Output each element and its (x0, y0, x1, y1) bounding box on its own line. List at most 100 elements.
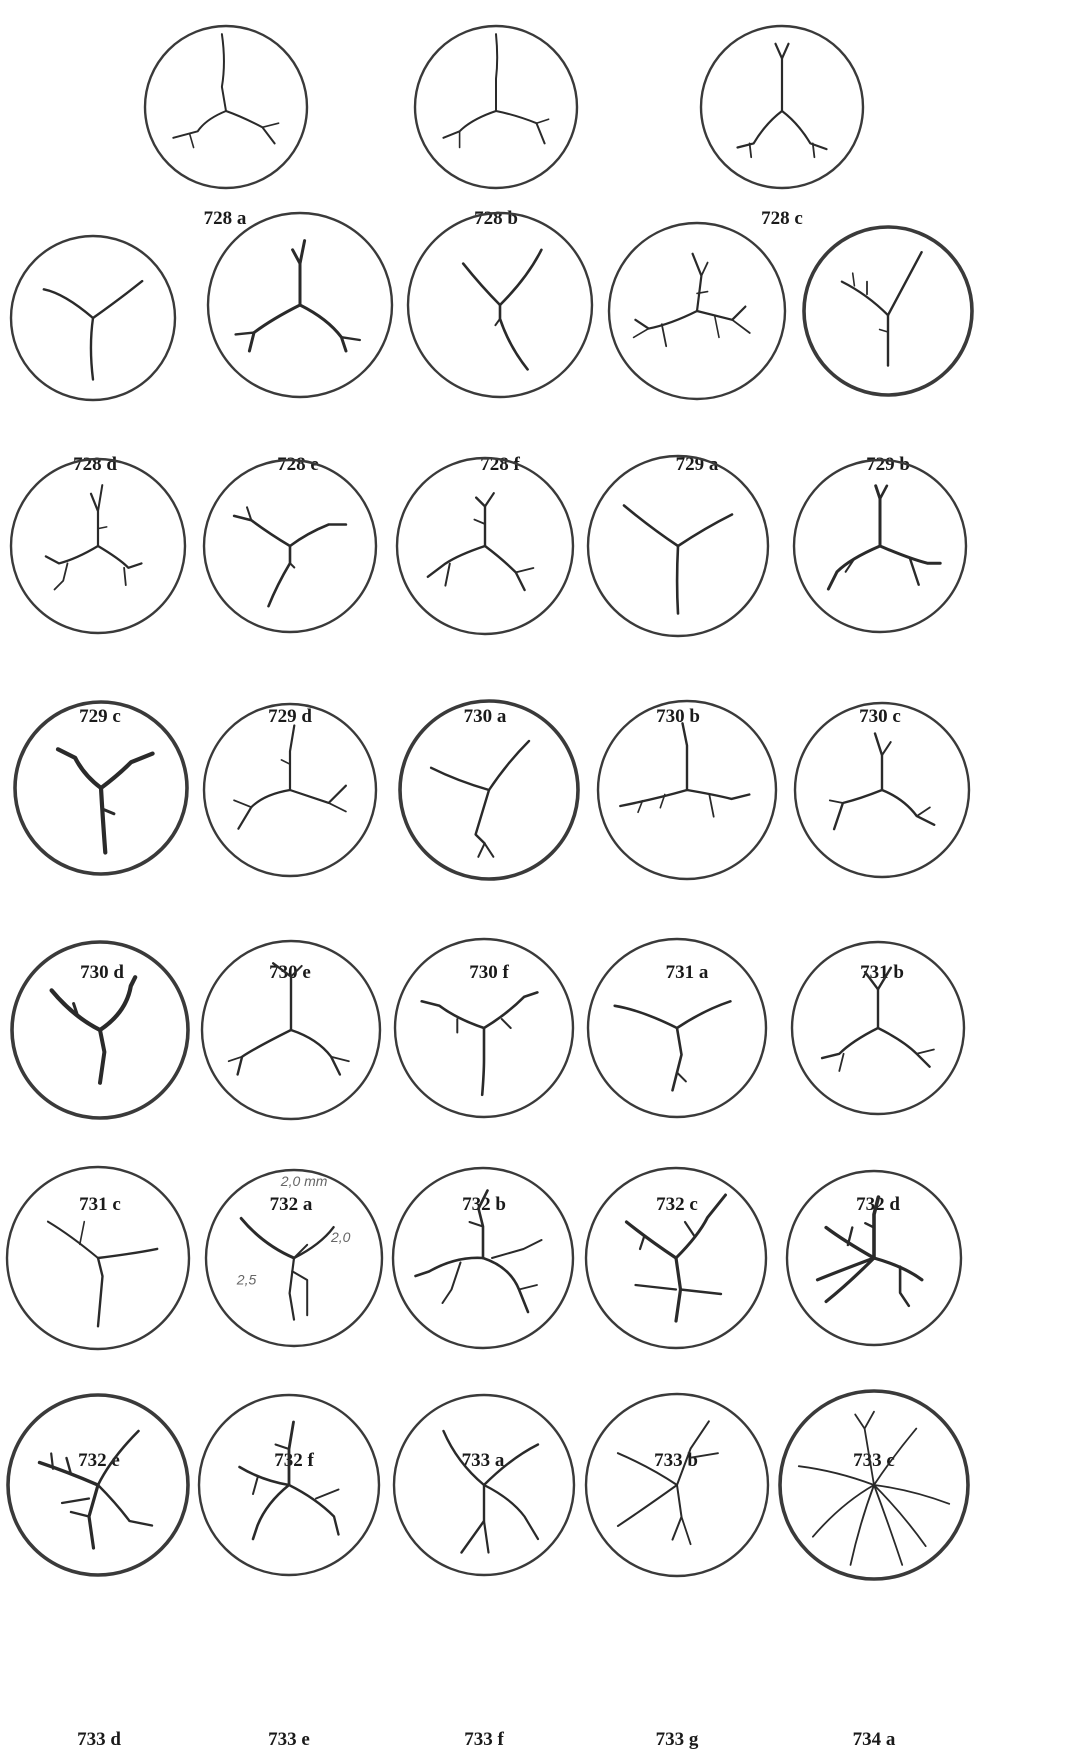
vein-stroke (880, 486, 887, 499)
figure-label: 732 a (270, 1194, 313, 1215)
figure-label: 730 c (859, 706, 901, 727)
figure-730f: 730 f (400, 701, 578, 983)
figure-label: 732 f (274, 1450, 314, 1471)
vein-stroke (253, 1485, 289, 1539)
vein-stroke (55, 563, 68, 589)
vein-stroke (281, 760, 290, 764)
vein-pattern (416, 1191, 542, 1313)
vein-stroke (882, 790, 934, 825)
vein-stroke (476, 790, 489, 843)
vein-stroke (917, 1050, 934, 1054)
vein-stroke (484, 992, 537, 1028)
vein-stroke (98, 527, 107, 529)
vein-stroke (516, 568, 534, 572)
vein-pattern (431, 741, 529, 857)
vein-stroke (874, 1485, 902, 1565)
vein-stroke (677, 546, 678, 614)
vein-pattern (58, 749, 153, 852)
vein-stroke (701, 263, 707, 276)
vein-stroke (484, 1521, 489, 1553)
vein-stroke (300, 241, 305, 264)
figure-729c: 729 c (11, 459, 185, 727)
vein-stroke (234, 516, 290, 546)
vein-stroke (253, 1478, 258, 1494)
figure-label: 728 b (474, 208, 518, 229)
figure-label: 734 a (853, 1729, 896, 1750)
vein-pattern (799, 1412, 949, 1565)
figure-label: 733 g (656, 1729, 699, 1750)
vein-stroke (290, 563, 294, 567)
vein-stroke (875, 734, 882, 791)
measurement-note: 2,5 (236, 1271, 257, 1287)
vein-stroke (782, 111, 827, 149)
vein-stroke (238, 790, 290, 829)
vein-stroke (91, 494, 98, 546)
vein-stroke (627, 1222, 677, 1258)
figure-label: 728 d (73, 454, 117, 475)
figure-728e: 728 e (208, 213, 392, 475)
vein-stroke (917, 807, 930, 816)
vein-stroke (715, 315, 719, 337)
vein-stroke (485, 546, 525, 590)
vein-stroke (500, 250, 541, 305)
vein-stroke (422, 1001, 484, 1028)
vein-stroke (882, 742, 891, 755)
vein-stroke (828, 546, 880, 589)
figure-label: 731 a (666, 962, 709, 983)
vein-stroke (709, 795, 713, 817)
figure-733d: 733 d (8, 1395, 188, 1750)
vein-stroke (100, 1030, 104, 1083)
vein-stroke (226, 111, 275, 143)
vein-stroke (482, 1028, 484, 1095)
vein-stroke (80, 1222, 85, 1245)
vein-stroke (316, 1490, 339, 1499)
vein-stroke (640, 1236, 645, 1250)
vein-stroke (234, 800, 251, 807)
vein-stroke (485, 843, 494, 856)
vein-pattern (624, 506, 732, 614)
figure-label: 732 c (656, 1194, 698, 1215)
vein-stroke (443, 1263, 461, 1304)
figure-728b: 728 b (415, 26, 577, 229)
vein-stroke (463, 264, 500, 305)
vein-stroke (738, 111, 783, 148)
vein-stroke (874, 1485, 949, 1504)
figure-733c: 733 c (787, 1171, 961, 1471)
vein-stroke (416, 1258, 484, 1276)
vein-stroke (71, 1512, 89, 1517)
figure-label: 729 d (268, 706, 312, 727)
vein-stroke (300, 305, 346, 351)
figure-728c: 728 c (701, 26, 863, 229)
vein-stroke (190, 134, 194, 148)
vein-stroke (474, 520, 485, 524)
figure-729b: 729 b (804, 227, 972, 475)
vein-stroke (91, 318, 93, 380)
vein-stroke (618, 1485, 677, 1526)
vein-stroke (292, 1271, 307, 1315)
vein-pattern (822, 968, 934, 1071)
vein-pattern (240, 1422, 339, 1539)
vein-pattern (422, 992, 538, 1094)
vein-stroke (677, 1001, 730, 1028)
vein-stroke (341, 337, 359, 340)
vein-stroke (673, 1485, 682, 1540)
figure-label: 730 a (464, 706, 507, 727)
vein-stroke (519, 1285, 537, 1290)
figure-733g: 733 g (586, 1394, 768, 1750)
figure-733f: 733 f (394, 1395, 574, 1750)
vein-stroke (98, 1249, 157, 1258)
vein-stroke (880, 330, 888, 333)
figure-730a: 730 a (397, 458, 573, 727)
vein-stroke (687, 790, 749, 799)
vein-stroke (822, 1028, 878, 1058)
vein-pattern (241, 1218, 333, 1319)
vein-stroke (329, 803, 346, 812)
vein-stroke (89, 1485, 98, 1548)
vein-stroke (678, 515, 732, 547)
figure-label: 733 a (462, 1450, 505, 1471)
vein-stroke (496, 111, 545, 143)
figure-label: 733 b (654, 1450, 698, 1471)
vein-stroke (249, 305, 300, 351)
vein-stroke (878, 1028, 930, 1067)
